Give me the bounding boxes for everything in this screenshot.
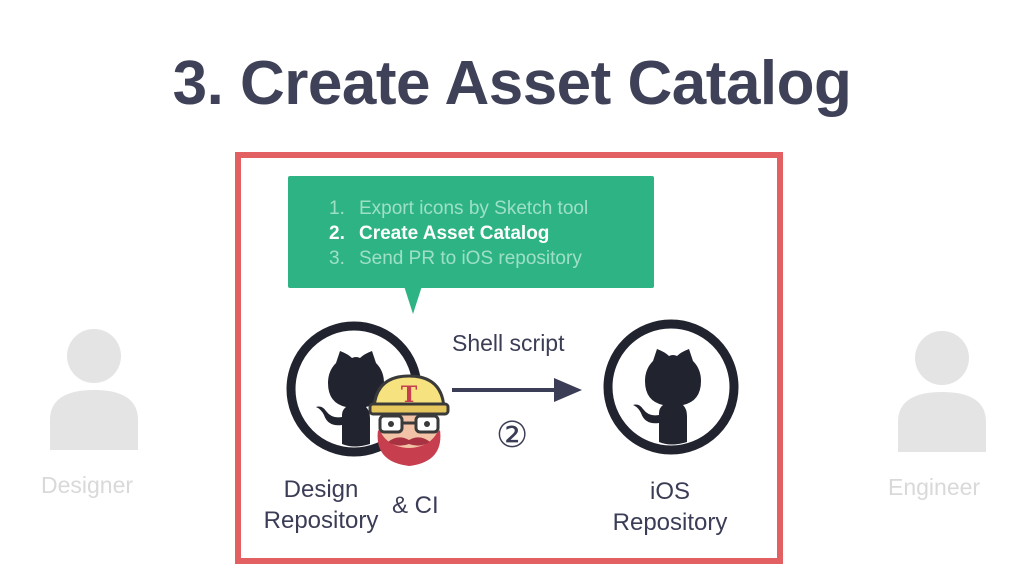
step-export: 1.Export icons by Sketch tool — [329, 198, 589, 219]
step-create-catalog: 2.Create Asset Catalog — [329, 223, 550, 244]
designer-label: Designer — [41, 472, 134, 498]
design-repository-label: Design Repository — [263, 476, 379, 534]
engineer-person-icon — [898, 331, 986, 452]
ci-label: & CI — [392, 492, 439, 519]
steps-list: 1.Export icons by Sketch tool 2.Create A… — [329, 196, 588, 271]
slide-title: 3. Create Asset Catalog — [172, 49, 852, 118]
designer-person-icon — [50, 329, 138, 450]
shell-script-label: Shell script — [452, 330, 565, 356]
ios-repository-label: iOS Repository — [612, 478, 728, 536]
step-send-pr: 3.Send PR to iOS repository — [329, 248, 582, 269]
svg-text:T: T — [401, 382, 418, 408]
github-octocat-icon — [603, 319, 739, 455]
steps-callout — [288, 176, 654, 288]
callout-pointer — [404, 286, 422, 314]
arrow-icon — [452, 378, 582, 402]
travis-ci-mascot-icon: T — [368, 374, 450, 466]
engineer-label: Engineer — [888, 474, 981, 500]
step-number-marker: ② — [496, 414, 529, 455]
